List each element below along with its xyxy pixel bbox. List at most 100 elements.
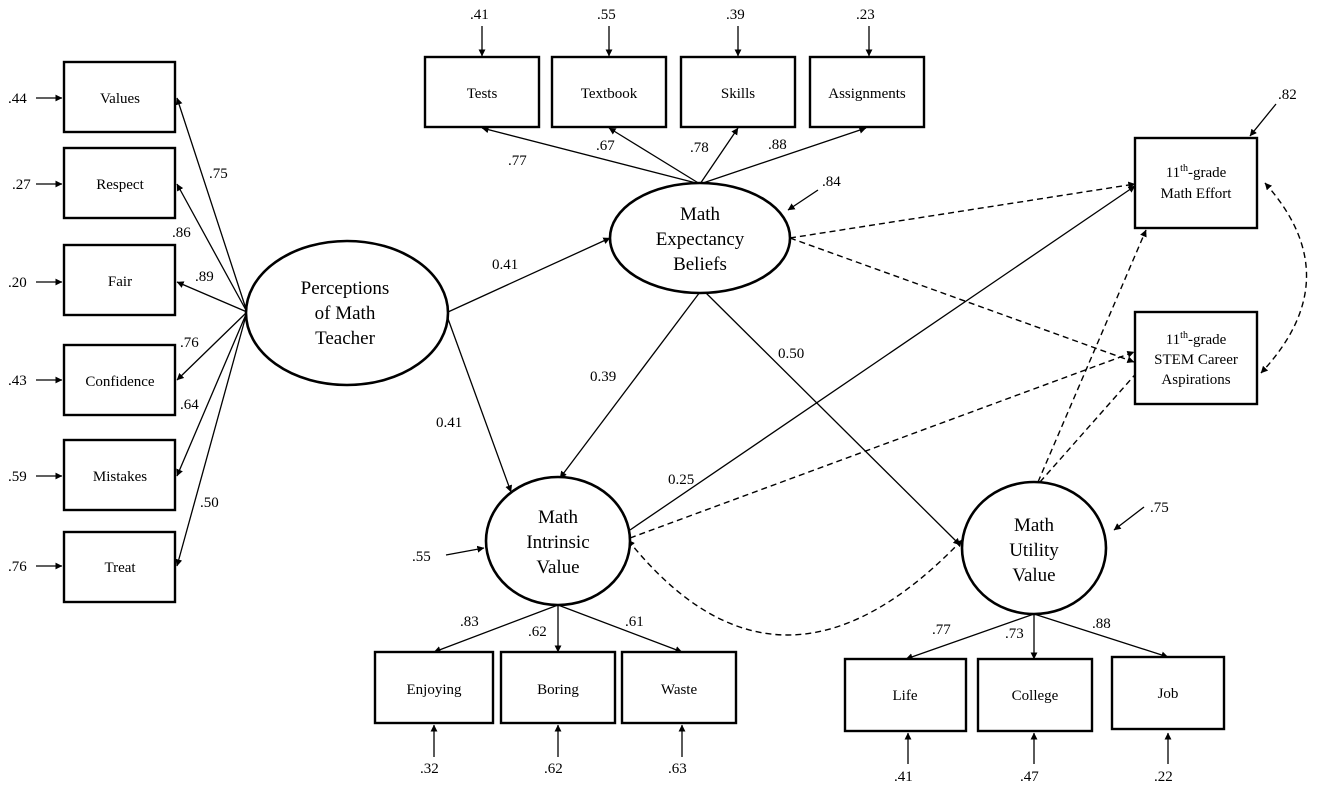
dashed-path-utility-stem	[1039, 359, 1149, 483]
path-expectancy-utility	[704, 291, 961, 546]
loading-path-fair	[176, 281, 248, 313]
loading-value-boring: .62	[528, 624, 547, 640]
covariance-effort-stem	[1260, 182, 1308, 374]
dashed-path-expectancy-effort	[789, 181, 1136, 239]
loading-value-fair: .89	[195, 269, 214, 285]
latent-expectancy-line2: Expectancy	[656, 229, 745, 250]
loading-value-job: .88	[1092, 616, 1111, 632]
latent-expectancy-line3: Beliefs	[673, 254, 727, 275]
error-value-boring: .62	[544, 761, 563, 777]
outcomes: 11th-grade Math Effort 11th-grade STEM C…	[1133, 136, 1259, 406]
loading-path-assignments	[699, 126, 867, 185]
indicator-label-tests: Tests	[467, 86, 498, 102]
loading-value-respect: .86	[172, 225, 191, 241]
error-value-confidence: .43	[8, 373, 27, 389]
error-value-life: .41	[894, 769, 913, 785]
error-value-enjoying: .32	[420, 761, 439, 777]
indicator-box-enjoying	[373, 650, 495, 725]
latent-teacher-line2: of Math	[315, 303, 376, 324]
indicator-box-values	[62, 60, 177, 134]
loading-value-values: .75	[209, 166, 228, 182]
loading-path-treat	[175, 311, 248, 567]
error-value-waste: .63	[668, 761, 687, 777]
latent-expectancy-line1: Math	[680, 204, 721, 225]
loading-value-college: .73	[1005, 626, 1024, 642]
indicator-label-boring: Boring	[537, 682, 579, 698]
disturbance-arrow-expectancy	[787, 189, 819, 211]
indicator-label-treat: Treat	[104, 560, 136, 576]
outcome-stem-line3: Aspirations	[1161, 372, 1230, 388]
dashed-path-expectancy-stem	[789, 237, 1135, 364]
indicator-box-job	[1110, 655, 1226, 731]
path-value-teacher-expectancy: 0.41	[492, 257, 518, 273]
indicator-box-mistakes	[62, 438, 177, 512]
disturbance-arrow-effort	[1249, 103, 1277, 137]
connections	[36, 26, 1308, 764]
indicator-box-college	[976, 657, 1094, 733]
disturbance-value-intrinsic: .55	[412, 549, 431, 565]
outcome-stem-grade-suffix: -grade	[1188, 332, 1227, 348]
error-value-fair: .20	[8, 275, 27, 291]
error-value-skills: .39	[726, 7, 745, 23]
indicator-box-life	[843, 657, 968, 733]
indicator-label-mistakes: Mistakes	[93, 469, 147, 485]
indicator-label-values: Values	[100, 91, 140, 107]
indicator-box-treat	[62, 530, 177, 604]
path-intrinsic-effort	[629, 185, 1136, 531]
loading-value-skills: .78	[690, 140, 709, 156]
expectancy-indicators: Tests Textbook Skills Assignments	[423, 55, 926, 129]
loading-value-waste: .61	[625, 614, 644, 630]
loading-value-tests: .77	[508, 153, 527, 169]
loading-path-mistakes	[176, 311, 248, 477]
outcome-effort-grade-suffix: -grade	[1188, 165, 1227, 181]
loading-path-confidence	[176, 311, 248, 381]
error-value-college: .47	[1020, 769, 1039, 785]
loading-value-assignments: .88	[768, 137, 787, 153]
teacher-indicators: Values Respect Fair Confidence Mistakes …	[62, 60, 177, 604]
loading-path-skills	[699, 127, 739, 185]
path-teacher-expectancy	[447, 237, 611, 313]
latent-teacher-line1: Perceptions	[301, 278, 390, 299]
disturbance-arrow-utility	[1113, 506, 1145, 531]
path-expectancy-intrinsic	[559, 291, 701, 479]
loading-path-job	[1033, 613, 1169, 659]
latent-intrinsic-line2: Intrinsic	[526, 532, 589, 553]
error-value-job: .22	[1154, 769, 1173, 785]
indicator-box-assignments	[808, 55, 926, 129]
indicator-label-life: Life	[893, 688, 918, 704]
indicator-box-skills	[679, 55, 797, 129]
loading-value-enjoying: .83	[460, 614, 479, 630]
latent-intrinsic	[484, 475, 632, 607]
outcome-stem-grade-number: 11	[1166, 332, 1180, 348]
loading-path-tests	[481, 126, 701, 185]
indicator-box-textbook	[550, 55, 668, 129]
error-value-respect: .27	[12, 177, 31, 193]
latent-intrinsic-line3: Value	[536, 557, 579, 578]
outcome-effort-superscript: th	[1180, 163, 1188, 174]
loading-value-treat: .50	[200, 495, 219, 511]
outcome-box-stem	[1133, 310, 1259, 406]
outcome-box-effort	[1133, 136, 1259, 230]
latent-teacher-line3: Teacher	[315, 328, 376, 349]
outcome-effort-grade-number: 11	[1166, 165, 1180, 181]
indicator-box-fair	[62, 243, 177, 317]
path-teacher-intrinsic	[446, 315, 513, 493]
path-value-expectancy-intrinsic: 0.39	[590, 369, 616, 385]
path-value-teacher-intrinsic: 0.41	[436, 415, 462, 431]
path-value-intrinsic-effort: 0.25	[668, 472, 694, 488]
disturbance-value-effort: .82	[1278, 87, 1297, 103]
indicator-label-fair: Fair	[108, 274, 132, 290]
intrinsic-indicators: Enjoying Boring Waste	[373, 650, 738, 725]
latent-expectancy	[608, 181, 792, 295]
outcome-stem-line2: STEM Career	[1154, 352, 1238, 368]
latent-utility-line2: Utility	[1009, 540, 1059, 561]
latent-utility-line3: Value	[1012, 565, 1055, 586]
outcome-effort-line1: 11th-grade	[1166, 163, 1227, 181]
indicator-label-respect: Respect	[96, 177, 144, 193]
indicator-box-tests	[423, 55, 541, 129]
indicator-label-skills: Skills	[721, 86, 755, 102]
error-value-assignments: .23	[856, 7, 875, 23]
indicator-label-enjoying: Enjoying	[407, 682, 462, 698]
error-value-tests: .41	[470, 7, 489, 23]
